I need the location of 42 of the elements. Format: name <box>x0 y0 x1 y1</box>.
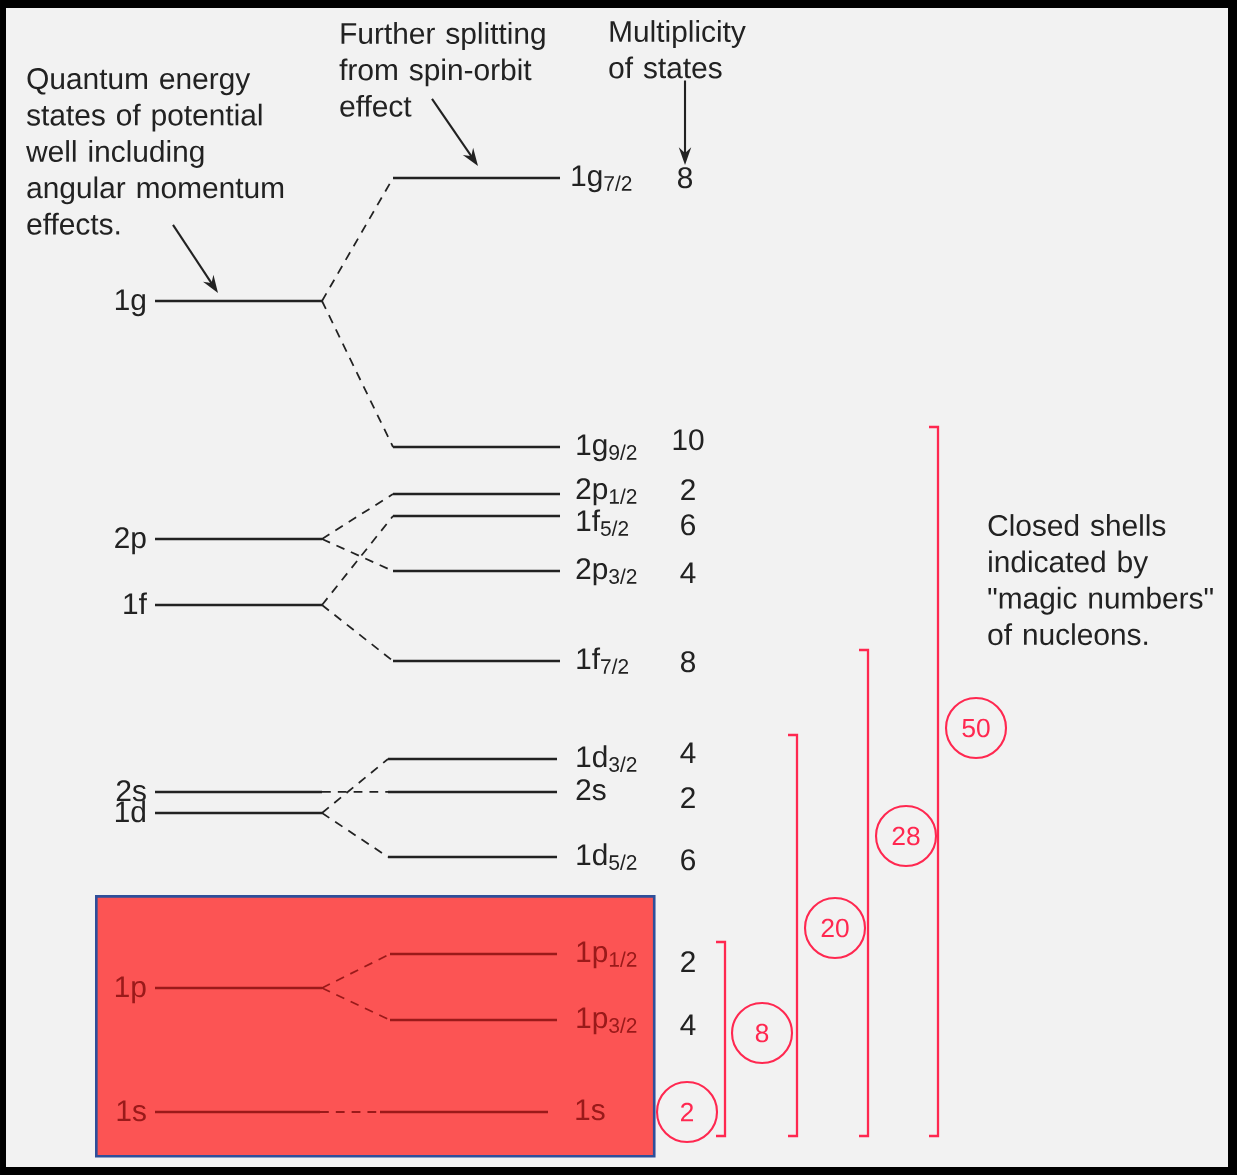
multiplicity-number: 2 <box>681 951 695 972</box>
highlight-box <box>95 895 656 1158</box>
energy-level: 2s <box>388 779 606 801</box>
energy-level: 1g <box>115 289 322 317</box>
energy-level: 1d$_{3/2}$ <box>388 745 637 772</box>
energy-level: 1g$_{9/2}$ <box>393 434 637 462</box>
energy-level: 1d$_{5/2}$ <box>388 843 637 870</box>
energy-level: 1f <box>124 592 322 614</box>
energy-level: 1f$_{7/2}$ <box>393 647 629 674</box>
annotation-text: Further splitting from spin-orbit effect <box>339 22 545 117</box>
energy-level: 2p$_{3/2}$ <box>393 558 637 586</box>
annotation-text: Closed shells indicated by "magic numbers" of nucleons. <box>988 514 1213 646</box>
multiplicity-number: 4 <box>680 1014 696 1035</box>
splitting-line <box>321 604 394 662</box>
multiplicity-number: 2 <box>681 787 695 808</box>
multiplicity-number: 2 <box>681 479 695 500</box>
multiplicity-number: 8 <box>678 167 692 189</box>
energy-level: 1p$_{3/2}$ <box>390 1007 637 1035</box>
energy-level: 1p <box>115 976 322 1004</box>
splitting-line <box>321 791 389 793</box>
energy-level: 1f$_{5/2}$ <box>393 509 629 536</box>
multiplicity-number: 6 <box>681 514 695 536</box>
multiplicity-number: 4 <box>680 562 696 583</box>
multiplicity-number: 10 <box>673 429 704 451</box>
energy-level: 1s <box>380 1099 605 1121</box>
energy-level: 1d <box>115 800 322 823</box>
multiplicity-number: 6 <box>681 849 695 871</box>
annotation-text: Quantum energy states of potential well including angular momentum effects. <box>26 68 284 235</box>
annotation-text: Multiplicity of states <box>609 20 746 79</box>
multiplicity-number: 8 <box>681 651 695 673</box>
energy-level: 1s <box>117 1100 320 1122</box>
splitting-line <box>321 758 389 814</box>
splitting-line <box>321 300 394 448</box>
splitting-line <box>321 515 394 606</box>
splitting-line <box>321 812 389 858</box>
energy-level: 2s <box>116 780 322 802</box>
energy-level: 1p$_{1/2}$ <box>390 941 637 969</box>
multiplicity-number: 4 <box>680 742 696 763</box>
energy-level: 2p$_{1/2}$ <box>393 478 637 506</box>
energy-level: 1g$_{7/2}$ <box>393 165 632 193</box>
splitting-line <box>321 493 394 540</box>
energy-level: 2p <box>115 527 322 555</box>
